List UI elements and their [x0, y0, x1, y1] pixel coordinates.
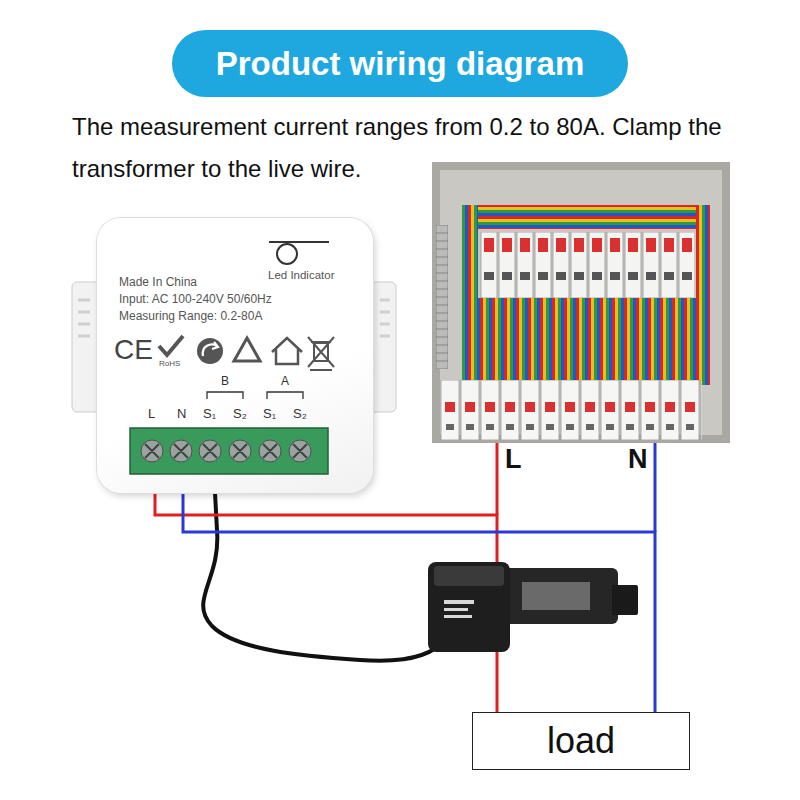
supply-wire: [155, 493, 497, 712]
current-clamp: [428, 562, 510, 652]
terminal-name: S₂: [293, 407, 307, 422]
mains-wire: [496, 443, 499, 515]
supply-wire: [183, 493, 655, 712]
breaker-panel-photo: [480, 232, 694, 298]
mains-wire: [497, 443, 655, 532]
certification-icons: [159, 336, 183, 355]
certification-icons: [203, 342, 218, 356]
ce-mark: CE: [114, 334, 153, 366]
breaker-panel-photo: [478, 205, 698, 229]
terminal-bracket: [207, 392, 303, 399]
ct-cable: [203, 493, 436, 661]
current-clamp: [612, 585, 638, 615]
channel-name: A: [281, 375, 289, 389]
certification-icons: [308, 337, 334, 370]
breaker-panel-photo: [462, 205, 478, 383]
led-indicator-symbol: [269, 242, 329, 264]
terminal-name: S₁: [263, 407, 276, 422]
terminal-name: N: [177, 407, 186, 422]
breaker-panel-photo: [436, 225, 448, 369]
rohs-mark: RoHS: [159, 359, 180, 368]
terminal-block: [130, 428, 328, 474]
load-label: load: [547, 721, 615, 761]
title-pill: Product wiring diagram: [172, 30, 628, 97]
title-text: Product wiring diagram: [216, 45, 585, 83]
terminal-name: S₁: [203, 407, 216, 422]
device-spec: Input: AC 100-240V 50/60Hz: [119, 293, 272, 307]
device-spec: Measuring Range: 0.2-80A: [119, 310, 262, 324]
line-label: N: [628, 443, 648, 475]
current-clamp: [434, 566, 504, 586]
terminal-block: [130, 428, 328, 474]
certification-icons: [234, 338, 260, 361]
breaker-panel-photo: [440, 380, 702, 440]
certification-icons: [272, 338, 302, 364]
current-clamp: [444, 608, 468, 611]
terminal-block: [145, 444, 307, 458]
terminal-name: L: [148, 407, 155, 422]
current-clamp: [444, 600, 474, 604]
line-label: L: [505, 443, 522, 475]
smart-meter-device: Led IndicatorMade In ChinaInput: AC 100-…: [97, 218, 373, 493]
certification-icons: [159, 336, 334, 370]
led-indicator-symbol: [269, 242, 329, 244]
device-spec: Made In China: [119, 276, 197, 290]
mains-wire: [654, 443, 657, 532]
terminal-bracket: [207, 392, 303, 399]
channel-name: B: [221, 375, 229, 389]
current-clamp: [428, 562, 638, 652]
load-box: load: [472, 712, 690, 770]
current-clamp: [522, 582, 590, 610]
note-text: The measurement current ranges from 0.2 …: [72, 106, 744, 190]
led-indicator-symbol: [277, 244, 297, 264]
breaker-panel-photo: [432, 162, 730, 443]
breaker-panel-photo: [478, 298, 696, 380]
breaker-panel-photo: [696, 205, 710, 385]
current-clamp: [444, 615, 472, 618]
current-clamp: [500, 568, 618, 624]
breaker-panel-photo: [432, 162, 730, 443]
terminal-name: S₂: [233, 407, 247, 422]
certification-icons: [197, 338, 223, 364]
device-label: Led Indicator: [268, 269, 335, 282]
